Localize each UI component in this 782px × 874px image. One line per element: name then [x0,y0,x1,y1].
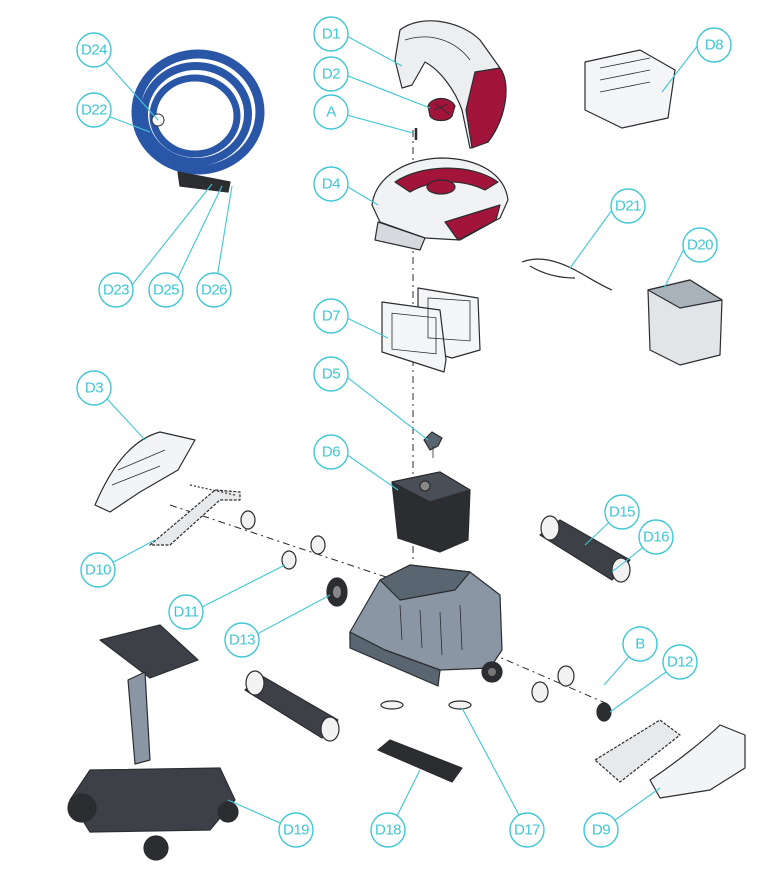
part-motor-d6 [391,471,471,553]
callout-d20: D20 [682,227,718,263]
callout-d11: D11 [168,594,204,630]
part-power-cable-d21 [521,258,613,291]
callout-label-d12: D12 [667,654,693,671]
part-power-supply-d20 [647,279,723,366]
callout-d18: D18 [370,812,406,848]
callout-d26: D26 [196,272,232,308]
callout-label-d19: D19 [283,822,309,839]
callout-d24: D24 [76,32,112,68]
callout-d23: D23 [98,272,134,308]
callout-label-d25: D25 [153,282,179,299]
callout-d21: D21 [610,188,646,224]
axis-line-left [169,504,396,581]
callout-label-d20: D20 [687,237,713,254]
callout-label-d4: D4 [322,176,340,193]
callout-label-a: A [326,104,336,121]
callout-d15: D15 [604,494,640,530]
callout-d25: D25 [148,272,184,308]
part-side-cover-d3 [94,431,196,513]
callout-d9: D9 [583,812,619,848]
axis-line-right [459,639,611,706]
callout-label-d3: D3 [85,380,103,397]
callout-label-d11: D11 [174,604,199,621]
callout-label-d6: D6 [322,444,340,461]
part-brush-bar-d18 [377,739,463,783]
part-handle-d1 [394,20,507,149]
callout-d1: D1 [313,16,349,52]
callout-d17: D17 [509,812,545,848]
callout-label-d8: D8 [705,37,723,54]
callout-label-d26: D26 [201,282,227,299]
callout-d10: D10 [80,552,116,588]
callout-label-d21: D21 [615,198,641,215]
callout-d5: D5 [313,356,349,392]
callout-label-b: B [635,636,645,653]
callout-d6: D6 [313,434,349,470]
callout-d4: D4 [313,166,349,202]
callout-label-d1: D1 [322,26,340,43]
callout-d7: D7 [313,298,349,334]
callout-d16: D16 [638,519,674,555]
callout-label-d7: D7 [322,308,340,325]
part-caddy-d19 [67,624,239,861]
part-side-cover-d9 [649,724,746,799]
callout-label-d2: D2 [322,66,340,83]
callout-label-d13: D13 [229,632,255,649]
part-floating-cable-d22 [131,49,265,193]
part-filters-d7 [381,287,481,373]
callout-a: A [313,94,349,130]
callout-d22: D22 [76,92,112,128]
callout-d2: D2 [313,56,349,92]
callout-label-d16: D16 [643,529,669,546]
callout-label-d23: D23 [103,282,129,299]
part-bushings-right [531,665,612,722]
part-discs-d17 [380,700,472,710]
callout-d19: D19 [278,812,314,848]
callout-label-d15: D15 [609,504,635,521]
callout-d13: D13 [224,622,260,658]
callout-label-d17: D17 [514,822,540,839]
part-top-cover-d4 [371,157,509,251]
part-track-right [594,719,681,783]
leader-lines [96,33,699,831]
part-knob-d2 [414,97,456,140]
part-wheel-d13 [326,577,348,607]
callout-label-d5: D5 [322,366,340,383]
part-clip-d5 [423,431,443,458]
part-chassis-body [349,564,503,687]
callout-d8: D8 [696,27,732,63]
callout-label-d10: D10 [85,562,111,579]
callout-d12: D12 [662,644,698,680]
part-brush-d15-d16 [539,515,631,583]
part-bushings-left [240,510,326,570]
part-brush-lower [244,670,340,742]
part-track-d10 [149,484,241,546]
callout-d3: D3 [76,370,112,406]
callout-label-d22: D22 [81,102,107,119]
callout-label-d24: D24 [81,42,107,59]
callout-label-d9: D9 [592,822,610,839]
callout-label-d18: D18 [375,822,401,839]
callout-b: B [622,626,658,662]
part-filter-panels-d8 [584,49,676,129]
